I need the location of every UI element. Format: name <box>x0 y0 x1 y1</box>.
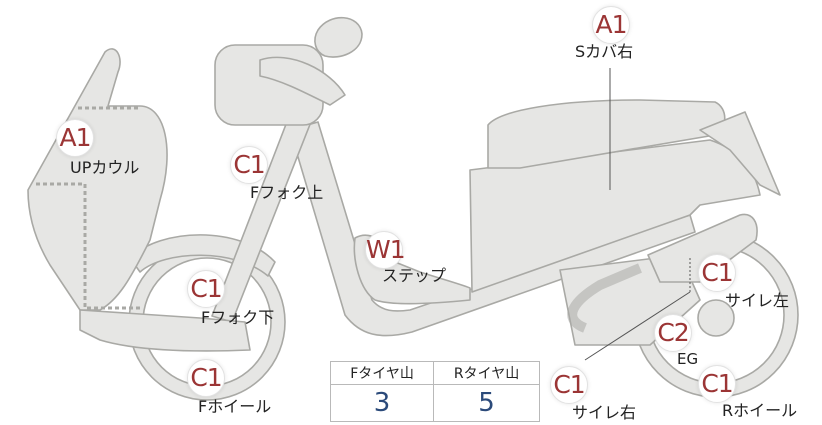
rear-tread-header: Rタイヤ山 <box>433 361 540 385</box>
front-tread-value: 3 <box>329 384 435 422</box>
leader-line-muffler-right <box>584 291 691 361</box>
lower-cover-shape <box>79 309 251 352</box>
front-cowl-shape <box>27 48 168 311</box>
part-code-badge[interactable]: A1 <box>56 119 94 157</box>
part-code-badge[interactable]: C1 <box>187 359 225 397</box>
part-label: Rホイール <box>722 401 798 420</box>
frame-shape <box>289 121 696 337</box>
cowl-dotted-outline <box>36 106 140 310</box>
part-label: Fホイール <box>198 397 272 416</box>
part-label: Sカバ右 <box>575 42 634 61</box>
part-code-badge[interactable]: W1 <box>365 231 406 269</box>
part-label: UPカウル <box>70 158 140 177</box>
part-label: EG <box>677 350 699 368</box>
mirror-shape <box>314 16 363 58</box>
part-label: ステップ <box>382 266 447 285</box>
tail-shape <box>699 111 781 196</box>
tire-tread-table: Fタイヤ山 Rタイヤ山 3 5 <box>329 361 540 422</box>
handlebar-shape <box>259 56 346 106</box>
part-label: サイレ左 <box>725 291 790 310</box>
part-code-badge[interactable]: C1 <box>550 366 588 404</box>
part-code-badge[interactable]: C1 <box>187 270 225 308</box>
rear-tread-value: 5 <box>433 384 540 422</box>
rear-hub-shape <box>697 299 735 337</box>
front-tread-header: Fタイヤ山 <box>329 361 435 385</box>
exhaust-pipe-shape <box>567 263 642 333</box>
part-label: サイレ右 <box>572 403 637 422</box>
part-code-badge[interactable]: A1 <box>592 6 630 44</box>
part-label: Fフォク下 <box>201 308 275 327</box>
part-code-badge[interactable]: C1 <box>698 365 736 403</box>
part-code-badge[interactable]: C1 <box>230 146 268 184</box>
part-code-badge[interactable]: C2 <box>654 314 692 352</box>
part-code-badge[interactable]: C1 <box>698 254 736 292</box>
part-label: Fフォク上 <box>250 183 324 202</box>
